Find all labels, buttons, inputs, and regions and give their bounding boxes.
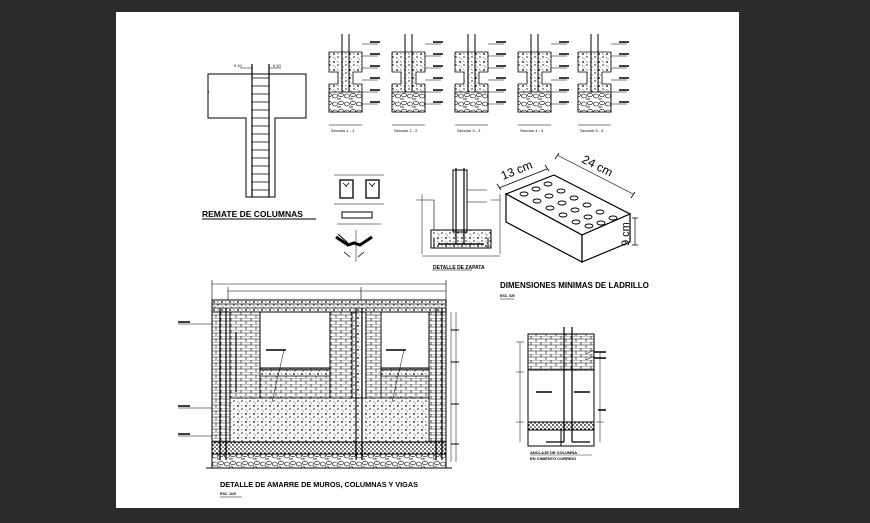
amarre-scale: ESC. 1/20: [220, 492, 236, 496]
brick-isometric: 13 cm 24 cm 9 cm DIMENSIONES MINIMAS DE …: [496, 152, 649, 300]
remate-columnas-detail: 0.10 0.10 REMATE DE COLUMNAS: [202, 63, 316, 220]
brick-holes: [519, 181, 618, 229]
amarre-detail: DETALLE DE AMARRE DE MUROS, COLUMNAS Y V…: [178, 280, 459, 498]
footing-label-5: Sección 5 - 5: [580, 128, 604, 133]
footing-label-2: Sección 2 - 2: [394, 128, 418, 133]
footing-section-1: Sección 1 - 1: [328, 34, 380, 133]
stirrup-details: [334, 174, 384, 262]
footing-section-3: Sección 3 - 3: [454, 34, 506, 133]
remate-dim-left: 0.10: [234, 63, 243, 68]
footing-label-3: Sección 3 - 3: [457, 128, 481, 133]
zapata-title: DETALLE DE ZAPATA: [433, 265, 485, 271]
remate-dim-right: 0.10: [273, 63, 282, 68]
ladrillo-title: DIMENSIONES MINIMAS DE LADRILLO: [500, 281, 649, 290]
anclaje-title-1: ANCLAJE DE COLUMNA: [530, 450, 577, 455]
footing-sections: Sección 1 - 1 Sección 2 - 2 Sección 3 - …: [328, 34, 629, 133]
ladrillo-scale: ESC. S/E: [500, 294, 515, 298]
brick-height-dim: 9 cm: [620, 222, 632, 246]
remate-title: REMATE DE COLUMNAS: [202, 209, 303, 219]
footing-section-2: Sección 2 - 2: [391, 34, 443, 133]
cad-drawing: 0.10 0.10 REMATE DE COLUMNAS Sección 1 -…: [178, 34, 649, 498]
anclaje-detail: ANCLAJE DE COLUMNA EN CIMIENTO CORRIDO: [516, 327, 606, 461]
footing-label-1: Sección 1 - 1: [331, 128, 355, 133]
zapata-detail: DETALLE DE ZAPATA: [416, 168, 501, 271]
brick-width-dim: 13 cm: [499, 158, 535, 183]
footing-section-5: Sección 5 - 5: [577, 34, 629, 133]
footing-label-4: Sección 4 - 4: [520, 128, 544, 133]
amarre-title: DETALLE DE AMARRE DE MUROS, COLUMNAS Y V…: [220, 480, 418, 489]
drawing-sheet: 0.10 0.10 REMATE DE COLUMNAS Sección 1 -…: [116, 12, 739, 508]
footing-section-4: Sección 4 - 4: [517, 34, 569, 133]
anclaje-title-2: EN CIMIENTO CORRIDO: [530, 456, 576, 461]
